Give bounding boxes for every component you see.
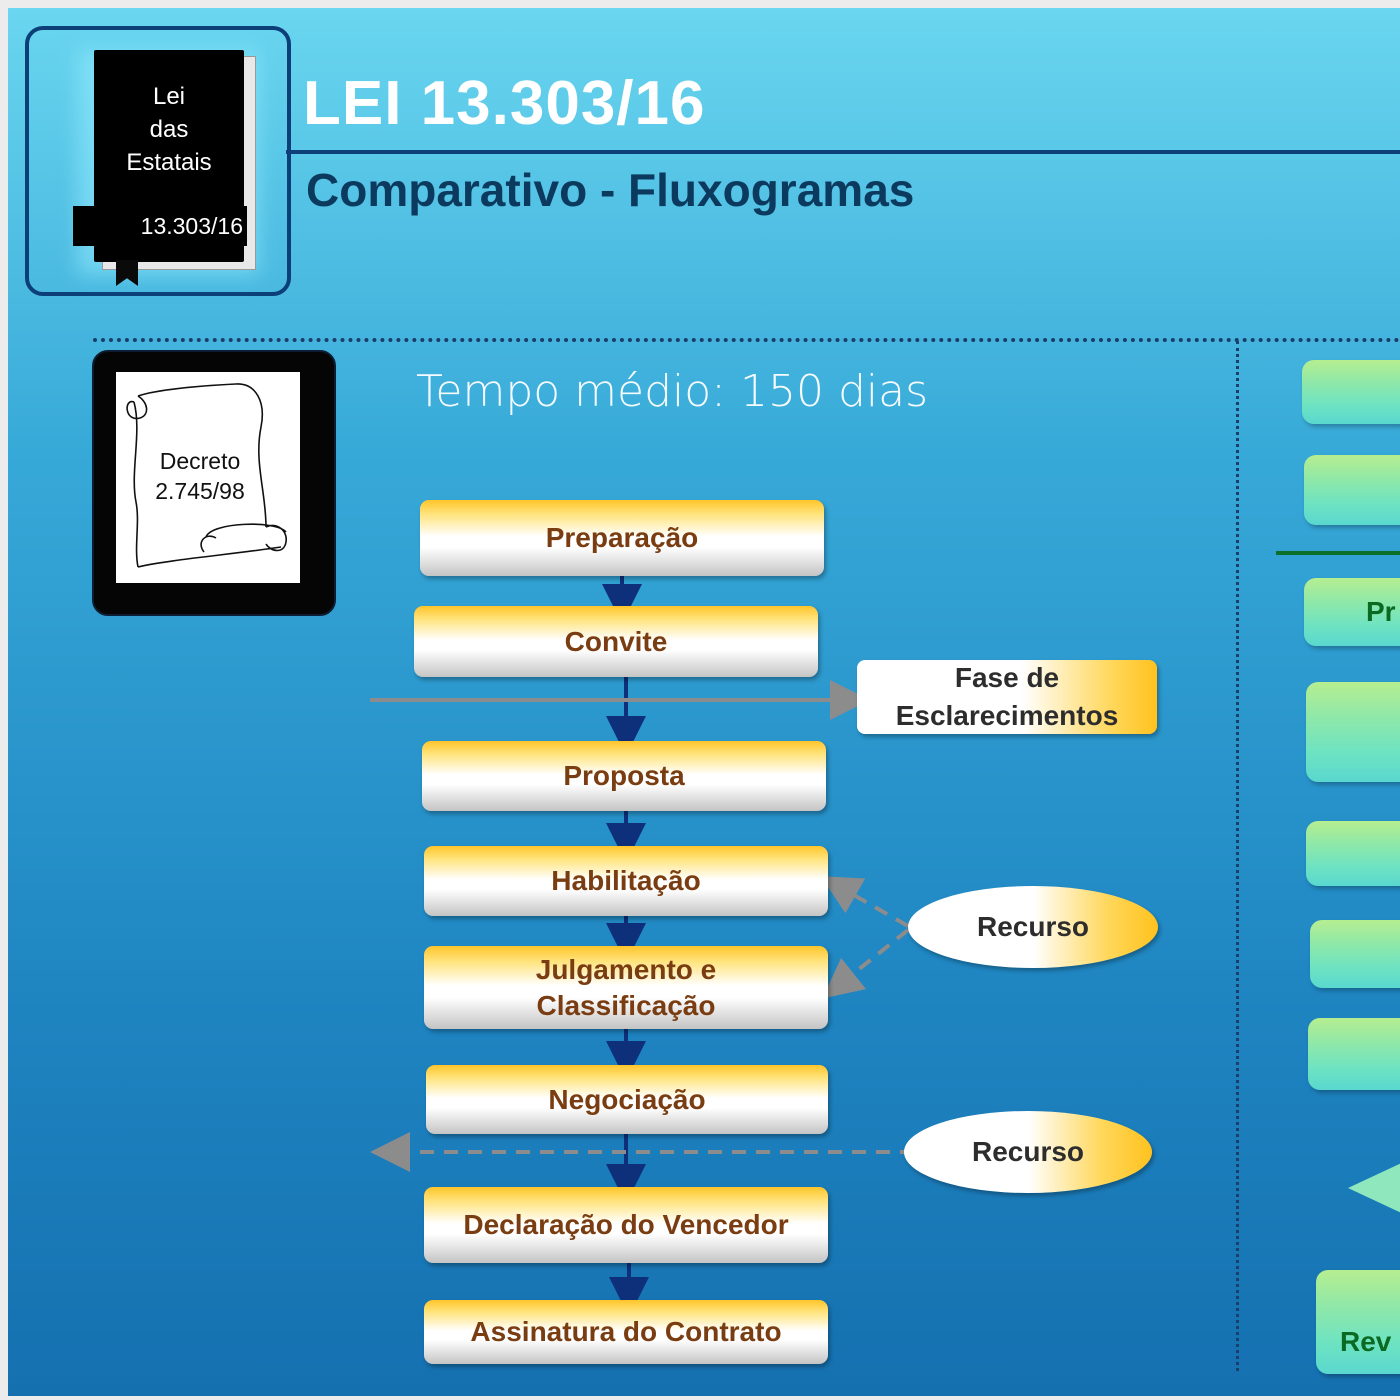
title-divider xyxy=(286,150,1400,154)
green-box-5 xyxy=(1306,821,1400,886)
green-box-7 xyxy=(1308,1018,1400,1090)
bookmark-icon xyxy=(116,260,138,286)
book-number: 13.303/16 xyxy=(73,206,247,246)
green-box-4 xyxy=(1306,682,1400,782)
step-convite: Convite xyxy=(414,606,818,677)
step-julgamento: Julgamento e Classificação xyxy=(424,946,828,1029)
green-box-rev: Rev xyxy=(1316,1270,1400,1374)
step-negociacao: Negociação xyxy=(426,1065,828,1134)
step-preparacao: Preparação xyxy=(420,500,824,576)
decree-label: Decreto 2.745/98 xyxy=(155,448,245,504)
scroll-icon xyxy=(126,383,287,568)
recurso-arrow-habilitacao xyxy=(820,876,909,928)
green-box-pr-label: Pr xyxy=(1366,596,1396,627)
step-proposta: Proposta xyxy=(422,741,826,811)
green-box-6 xyxy=(1310,920,1400,988)
green-divider xyxy=(1276,551,1400,555)
step-habilitacao: Habilitação xyxy=(424,846,828,916)
book-logo-frame: Lei das Estatais 13.303/16 xyxy=(25,26,291,296)
page-title: LEI 13.303/16 xyxy=(303,69,706,138)
average-time-label: Tempo médio: 150 dias xyxy=(416,366,928,417)
green-box-1 xyxy=(1302,360,1400,424)
recurso-oval-2: Recurso xyxy=(904,1111,1152,1193)
fase-esclarecimentos-box: Fase de Esclarecimentos xyxy=(857,660,1157,734)
step-declaracao-vencedor: Declaração do Vencedor xyxy=(424,1187,828,1263)
step-assinatura-contrato: Assinatura do Contrato xyxy=(424,1300,828,1364)
dotted-divider-horizontal xyxy=(93,338,1400,342)
green-box-2 xyxy=(1304,455,1400,525)
flow-connectors xyxy=(370,576,914,1317)
recurso-arrow-julgamento xyxy=(822,928,910,999)
green-box-pr: Pr xyxy=(1304,578,1400,646)
recurso-oval-1: Recurso xyxy=(908,886,1158,968)
green-box-rev-label: Rev xyxy=(1340,1326,1392,1357)
book-title: Lei das Estatais xyxy=(126,83,212,176)
page-subtitle: Comparativo - Fluxogramas xyxy=(306,164,915,216)
dotted-divider-vertical xyxy=(1236,341,1239,1371)
decree-panel xyxy=(116,372,300,583)
slide: Lei das Estatais 13.303/16 LEI 13.303/16… xyxy=(8,8,1400,1396)
